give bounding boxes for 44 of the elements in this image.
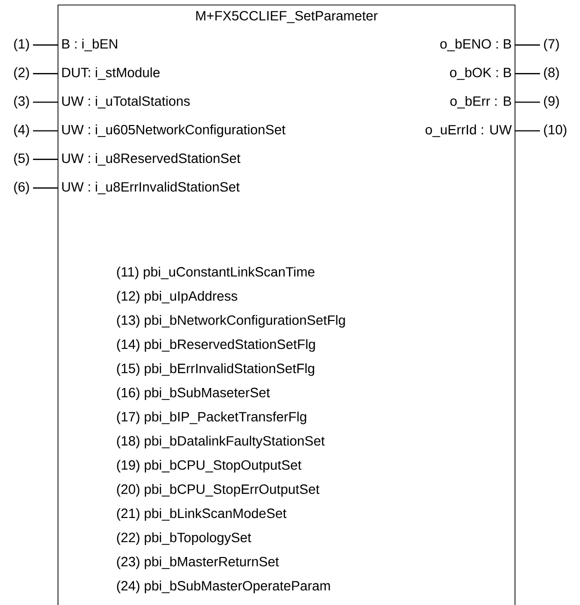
pin-line <box>515 130 540 132</box>
pin-line <box>33 73 58 74</box>
parameter-label: (15) pbi_bErrInvalidStationSetFlg <box>117 363 314 376</box>
pin-label: B : i_bEN <box>62 38 118 52</box>
pin-number: (2) <box>14 67 29 80</box>
parameter-label: (19) pbi_bCPU_StopOutputSet <box>117 460 302 472</box>
pin-label: o_bOK : B <box>450 67 512 80</box>
pin-number: (1) <box>14 38 29 52</box>
pin-number: (6) <box>14 182 29 194</box>
pin-label: UW : i_u8ReservedStationSet <box>62 153 240 166</box>
pin-label: UW : i_uTotalStations <box>62 96 190 108</box>
pin-number: (9) <box>544 96 559 108</box>
pin-line <box>33 158 58 160</box>
parameter-label: (11) pbi_uConstantLinkScanTime <box>117 266 314 280</box>
pin-label: UW : i_u605NetworkConfigurationSet <box>62 124 286 138</box>
parameter-label: (16) pbi_bSubMaseterSet <box>117 387 270 400</box>
pin-number: (4) <box>14 124 29 138</box>
pin-number: (5) <box>14 153 29 166</box>
pin-number: (10) <box>544 124 566 138</box>
pin-label: UW : i_u8ErrInvalidStationSet <box>62 182 240 194</box>
parameter-label: (14) pbi_bReservedStationSetFlg <box>117 339 315 352</box>
parameter-label: (23) pbi_bMasterReturnSet <box>117 556 279 570</box>
pin-label: o_bENO : B <box>440 38 512 52</box>
pin-line <box>515 44 540 46</box>
parameter-label: (21) pbi_bLinkScanModeSet <box>117 508 286 521</box>
pin-line <box>515 102 540 103</box>
pin-number: (7) <box>544 38 559 52</box>
parameter-label: (13) pbi_bNetworkConfigurationSetFlg <box>117 315 345 328</box>
pin-label: DUT: i_stModule <box>62 67 160 80</box>
parameter-label: (24) pbi_bSubMasterOperateParam <box>117 580 330 594</box>
parameter-label: (17) pbi_bIP_PacketTransferFlg <box>117 412 306 424</box>
parameter-label: (22) pbi_bTopologySet <box>117 532 252 545</box>
pin-label: o_uErrId : UW <box>426 124 512 138</box>
pin-label: o_bErr : B <box>450 96 512 108</box>
parameter-label: (18) pbi_bDatalinkFaultyStationSet <box>117 436 325 448</box>
parameter-label: (12) pbi_uIpAddress <box>117 290 238 304</box>
pin-line <box>515 73 540 74</box>
pin-line <box>33 187 58 189</box>
pin-number: (8) <box>544 67 559 80</box>
pin-number: (3) <box>14 96 29 108</box>
pin-line <box>33 102 58 103</box>
parameter-label: (20) pbi_bCPU_StopErrOutputSet <box>117 484 320 497</box>
pin-line <box>33 130 58 132</box>
pin-line <box>33 44 58 46</box>
